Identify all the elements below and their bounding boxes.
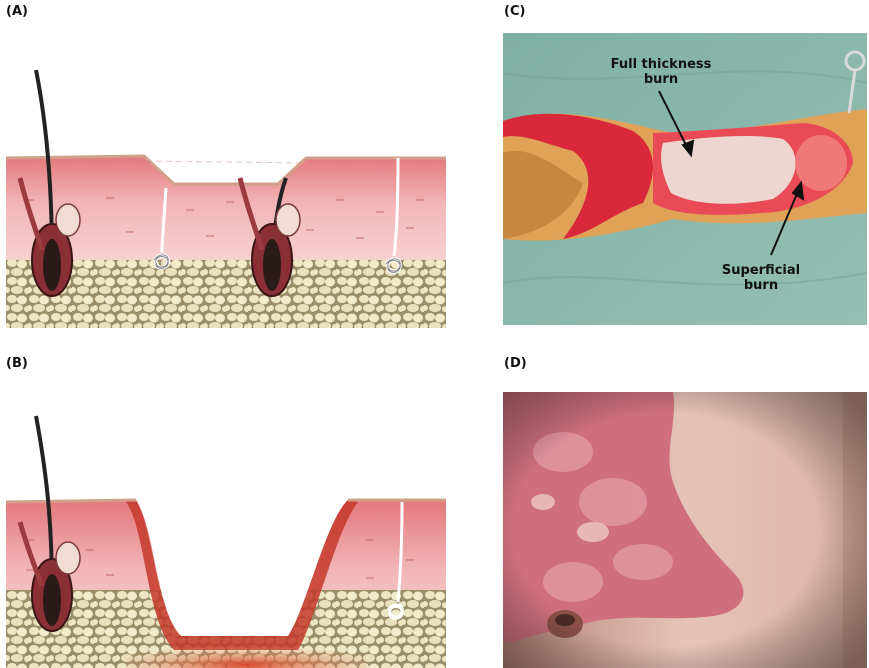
superficial-burn-diagram [6,60,446,328]
abdominal-scar-photo [503,392,867,668]
panel-label-d: (D) [504,356,527,371]
full-thickness-annotation: Full thickness burn [591,57,731,87]
full-thickness-line1: Full thickness [591,57,731,72]
superficial-line1: Superficial [711,263,811,278]
panel-label-c: (C) [504,4,525,19]
panel-label-b: (B) [6,356,28,371]
forearm-burn-photo: Full thickness burn Superficial burn [503,33,867,325]
panel-label-a: (A) [6,4,28,19]
full-thickness-burn-diagram [6,410,446,668]
superficial-line2: burn [711,278,811,293]
superficial-annotation: Superficial burn [711,263,811,293]
full-thickness-line2: burn [591,72,731,87]
